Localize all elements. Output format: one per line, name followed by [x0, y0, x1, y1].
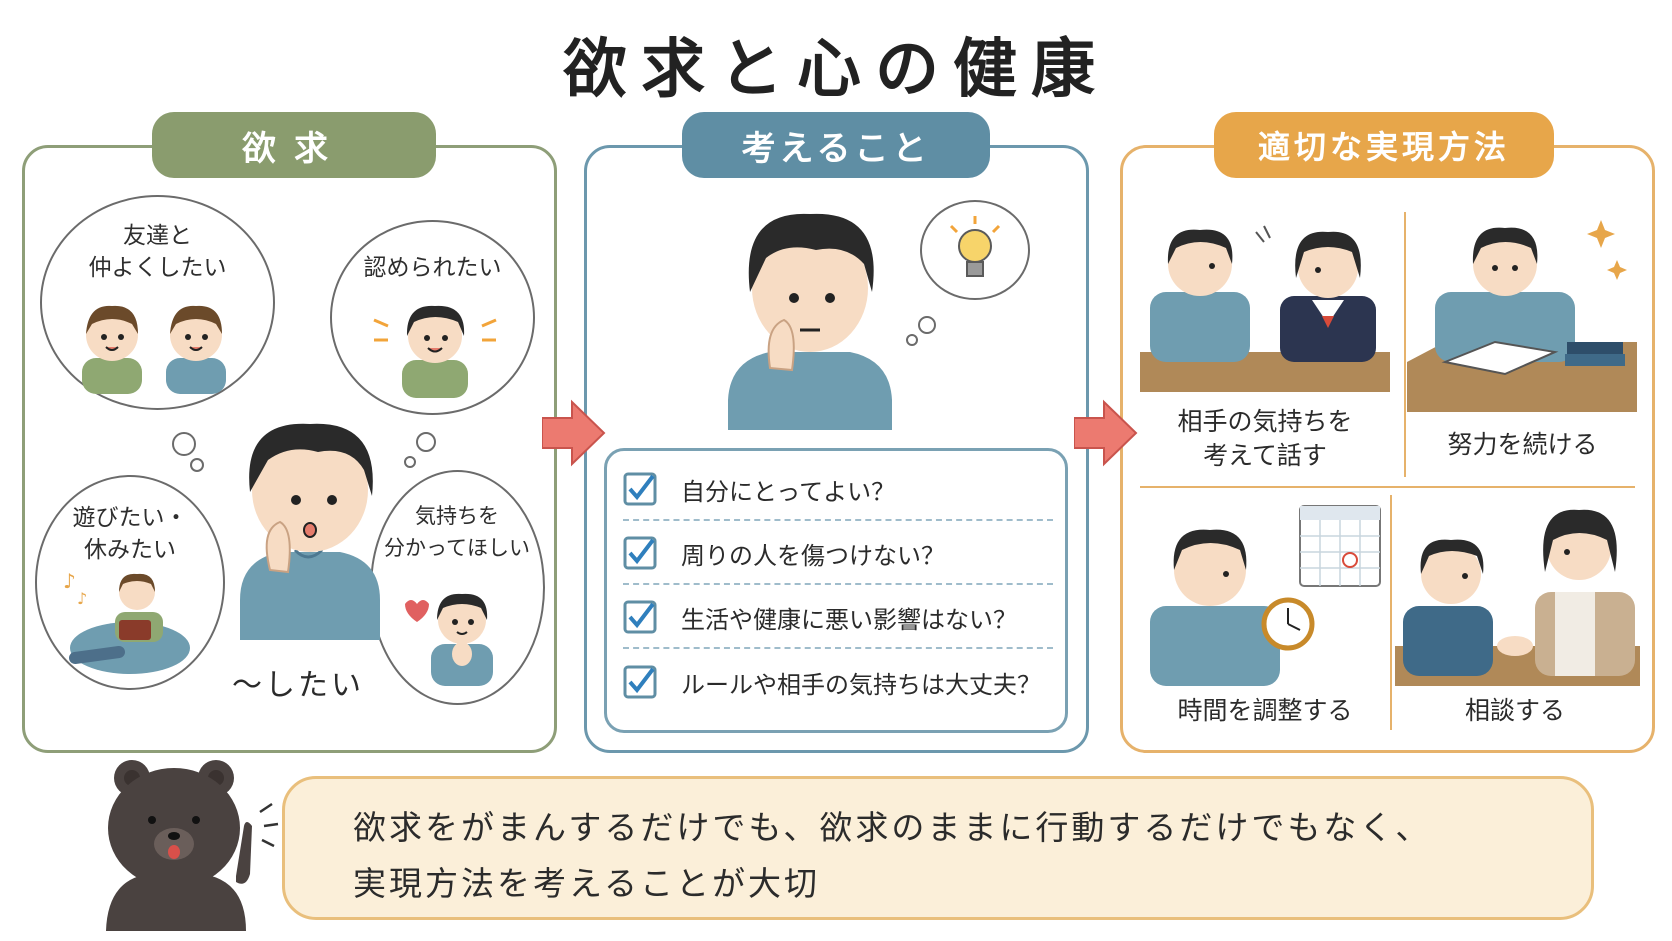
method-label: 相手の気持ちを 考えて話す [1177, 407, 1353, 470]
check-item: ルールや相手の気持ちは大丈夫？ [623, 651, 1053, 713]
check-item: 生活や健康に悪い影響はない？ [623, 587, 1053, 649]
bubble-text-understand: 気持ちを 分かってほしい [384, 504, 530, 560]
two-children-icon [82, 305, 226, 394]
grid-divider [1390, 495, 1392, 730]
check-text: 周りの人を傷つけない？ [681, 541, 945, 570]
thought-dot [906, 334, 918, 346]
checkbox-checked-icon [623, 665, 657, 699]
arrow-right-icon [542, 399, 606, 467]
check-item: 自分にとってよい？ [623, 459, 1053, 521]
svg-text:♪: ♪ [77, 589, 87, 608]
thought-dot [190, 458, 204, 472]
boy-consulting-adult-icon [1395, 509, 1640, 686]
child-praying-icon [405, 593, 493, 686]
bubble-text-play: 遊びたい・ 休みたい [72, 505, 188, 563]
message-line-1: 欲求をがまんするだけでも、欲求のままに行動するだけでもなく、 [353, 808, 1432, 847]
lightbulb-icon [949, 216, 1001, 277]
checklist: 自分にとってよい？ 周りの人を傷つけない？ 生活や健康に悪い影響はない？ ルール… [604, 448, 1068, 733]
thought-dot [416, 432, 436, 452]
boy-with-clock-icon [1150, 505, 1381, 686]
methods-header: 適切な実現方法 [1214, 112, 1554, 178]
check-text: 自分にとってよい？ [681, 477, 896, 506]
check-text: ルールや相手の気持ちは大丈夫？ [681, 670, 1041, 699]
smiling-boy-icon [373, 305, 497, 398]
boy-studying-icon [1407, 220, 1637, 412]
thought-bubble [40, 195, 275, 410]
check-item: 周りの人を傷つけない？ [623, 523, 1053, 585]
child-playing-game-icon: ♪ ♪ [63, 569, 190, 674]
grid-divider [1404, 212, 1406, 477]
checkbox-checked-icon [623, 600, 657, 634]
thinking-boy-icon [240, 423, 380, 640]
page-title: 欲求と心の健康 [563, 33, 1109, 107]
method-label: 時間を調整する [1177, 696, 1353, 725]
bubble-text-friends: 友達と 仲よくしたい [88, 223, 227, 281]
checkbox-checked-icon [623, 472, 657, 506]
thought-dot [172, 432, 196, 456]
bear-mascot-icon [106, 760, 279, 931]
talking-children-icon [1140, 225, 1390, 392]
thought-dot [918, 316, 936, 334]
svg-text:♪: ♪ [63, 569, 76, 593]
grid-divider [1140, 486, 1635, 488]
desire-caption: 〜したい [232, 668, 364, 703]
message-line-2: 実現方法を考えることが大切 [353, 864, 821, 903]
thought-dot [404, 456, 416, 468]
think-header: 考えること [682, 112, 990, 178]
method-label: 努力を続ける [1447, 430, 1598, 459]
checkbox-checked-icon [623, 536, 657, 570]
check-text: 生活や健康に悪い影響はない？ [681, 605, 1017, 634]
arrow-right-icon [1074, 399, 1138, 467]
desire-header: 欲求 [152, 112, 436, 178]
method-label: 相談する [1464, 696, 1565, 725]
bubble-text-recognized: 認められたい [363, 255, 502, 281]
thinking-boy-icon [728, 213, 892, 430]
message-box: 欲求をがまんするだけでも、欲求のままに行動するだけでもなく、 実現方法を考えるこ… [282, 776, 1594, 920]
